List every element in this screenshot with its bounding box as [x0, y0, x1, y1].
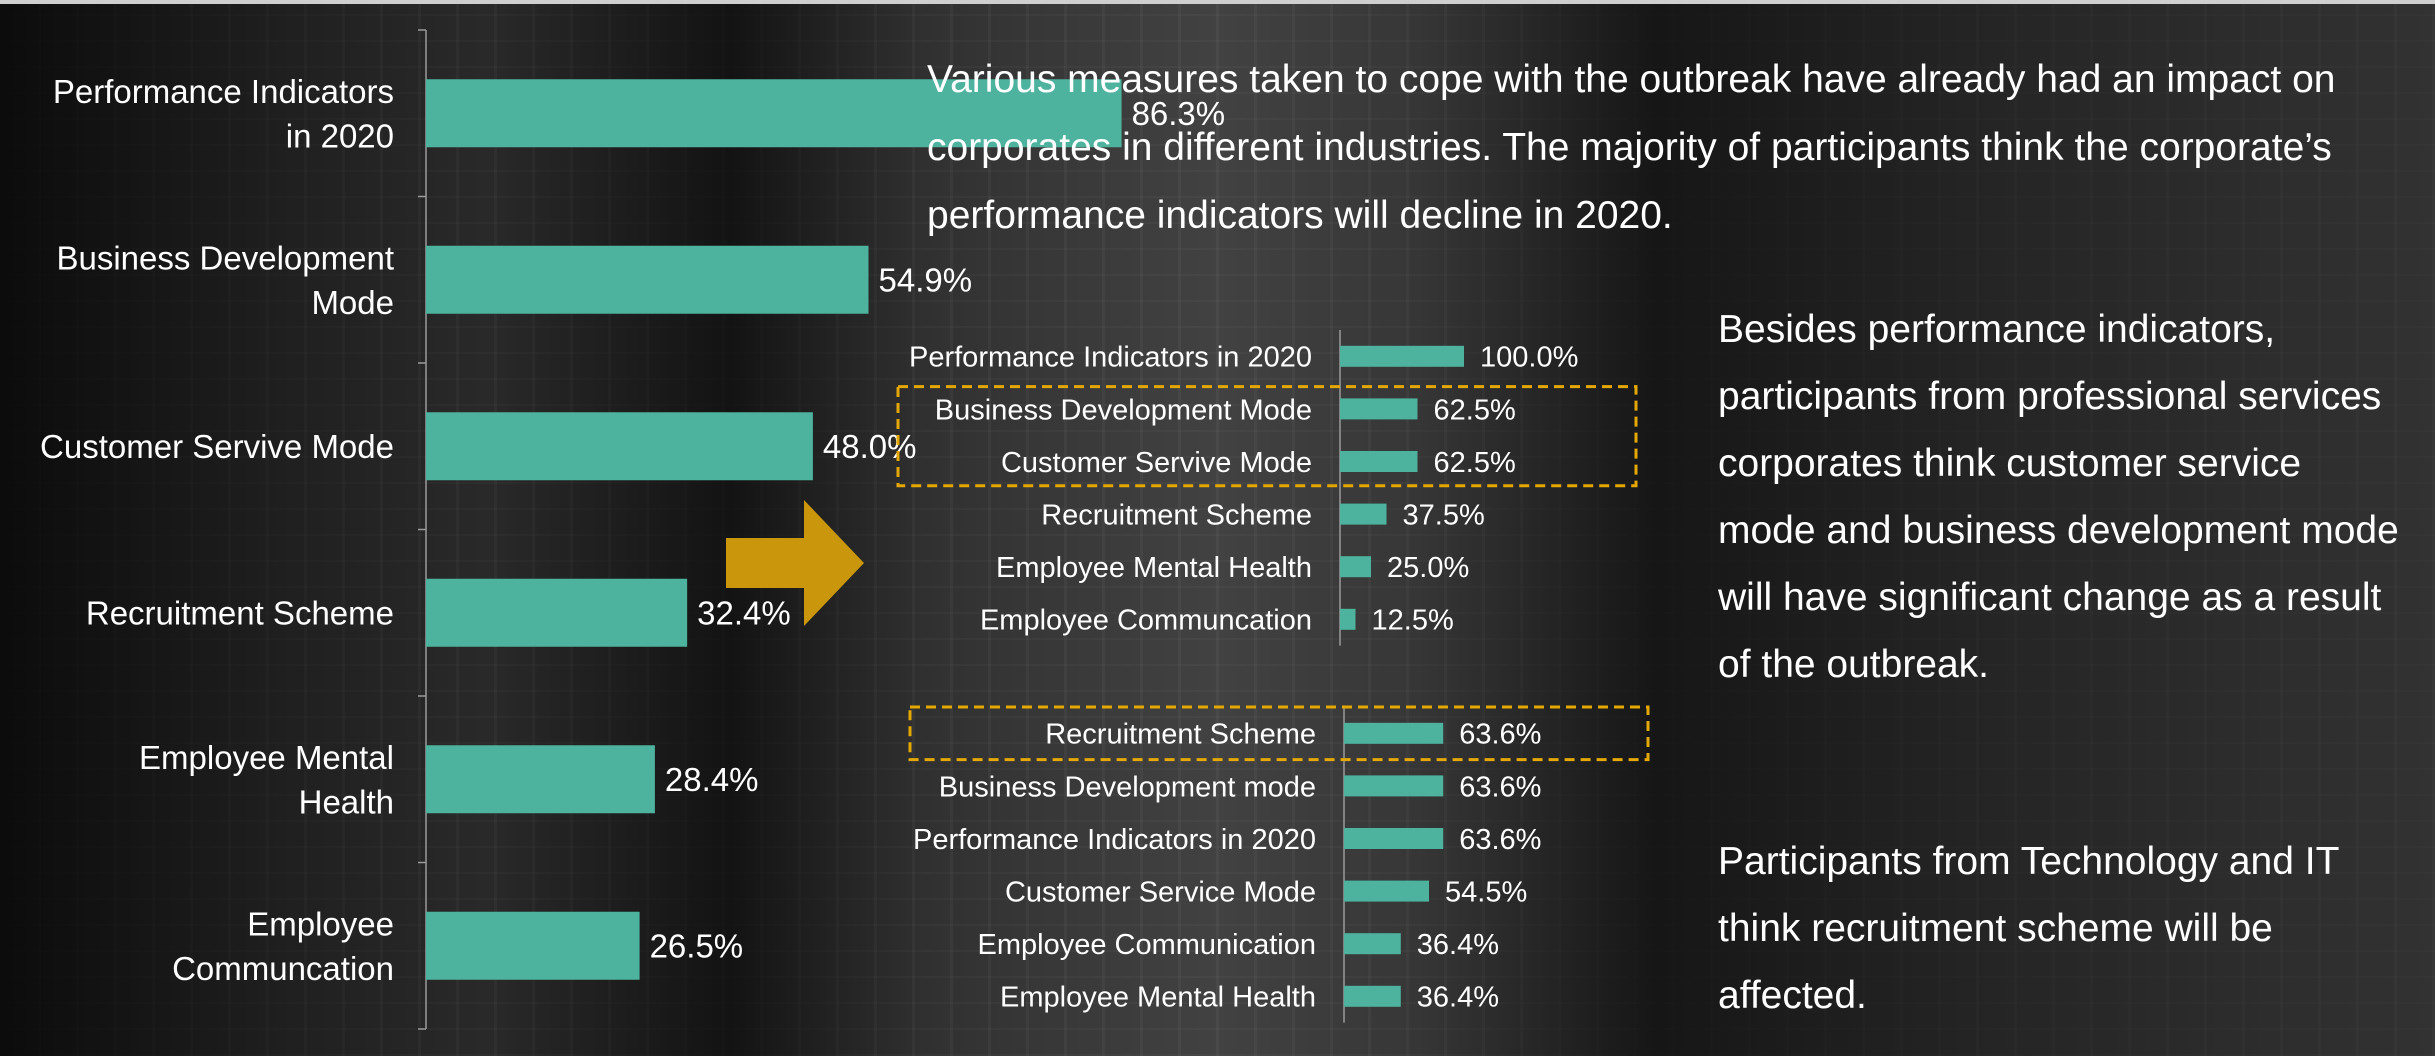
- intro-paragraph: Various measures taken to cope with the …: [927, 58, 2336, 237]
- top-border: [0, 0, 2435, 4]
- technology-it-insight: Participants from Technology and IT thin…: [1718, 840, 2339, 1017]
- professional-services-insight: Besides performance indicators, particip…: [1718, 308, 2399, 686]
- arrow-right-icon: [726, 500, 864, 626]
